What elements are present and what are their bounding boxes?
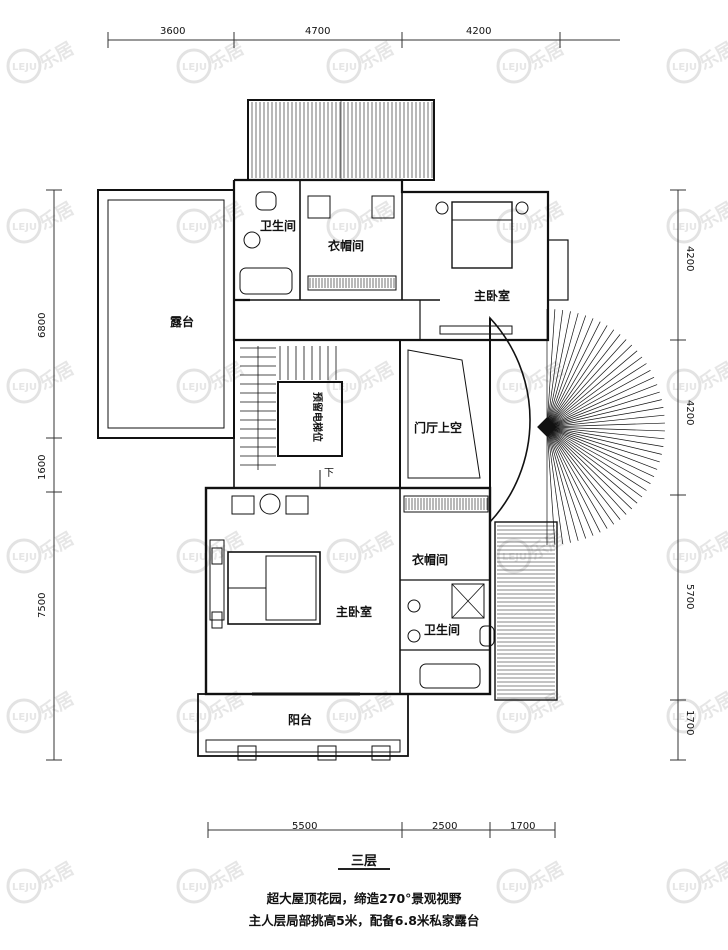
svg-text:LEJU: LEJU [672, 222, 697, 233]
svg-text:乐居: 乐居 [206, 38, 248, 74]
caption-line-1: 超大屋顶花园，缔造270°景观视野 [266, 891, 462, 906]
svg-text:乐居: 乐居 [206, 358, 248, 394]
svg-text:乐居: 乐居 [36, 688, 78, 724]
room-terrace: 露台 [170, 314, 194, 329]
svg-text:乐居: 乐居 [356, 358, 398, 394]
svg-text:LEJU: LEJU [12, 382, 37, 393]
svg-text:乐居: 乐居 [526, 38, 568, 74]
dim-right-2: 4200 [684, 400, 695, 425]
svg-text:LEJU: LEJU [12, 712, 37, 723]
svg-text:LEJU: LEJU [332, 552, 357, 563]
room-bath-lower: 卫生间 [424, 622, 460, 637]
round-terrace-center [537, 417, 557, 437]
room-closet-upper: 衣帽间 [328, 238, 364, 253]
room-bath-upper: 卫生间 [260, 218, 296, 233]
room-master-lower: 主卧室 [336, 604, 372, 619]
svg-text:LEJU: LEJU [502, 62, 527, 73]
dim-left-3: 7500 [37, 593, 48, 618]
svg-text:乐居: 乐居 [526, 688, 568, 724]
dimension-lines [46, 32, 686, 838]
svg-text:LEJU: LEJU [12, 222, 37, 233]
walls [97, 99, 665, 761]
svg-text:乐居: 乐居 [526, 198, 568, 234]
svg-text:LEJU: LEJU [332, 382, 357, 393]
svg-text:LEJU: LEJU [672, 882, 697, 893]
svg-text:LEJU: LEJU [332, 222, 357, 233]
floor-label-underline [338, 868, 390, 870]
svg-text:乐居: 乐居 [356, 38, 398, 74]
svg-text:LEJU: LEJU [332, 712, 357, 723]
svg-text:乐居: 乐居 [36, 198, 78, 234]
svg-text:LEJU: LEJU [182, 712, 207, 723]
svg-text:LEJU: LEJU [182, 552, 207, 563]
dim-top-2: 4700 [305, 26, 330, 37]
dim-top-1: 3600 [160, 26, 185, 37]
svg-text:LEJU: LEJU [502, 382, 527, 393]
dim-right-4: 1700 [684, 710, 695, 735]
room-elevator: 预留电梯位 [311, 392, 324, 442]
svg-text:LEJU: LEJU [502, 712, 527, 723]
dimension-labels: 3600 4700 4200 5500 2500 1700 6800 1600 … [37, 26, 695, 832]
svg-text:LEJU: LEJU [672, 552, 697, 563]
svg-text:LEJU: LEJU [332, 62, 357, 73]
dim-left-1: 6800 [37, 313, 48, 338]
dim-left-2: 1600 [37, 455, 48, 480]
svg-text:乐居: 乐居 [36, 358, 78, 394]
svg-text:LEJU: LEJU [672, 712, 697, 723]
room-balcony: 阳台 [288, 712, 312, 727]
svg-text:LEJU: LEJU [12, 882, 37, 893]
svg-text:LEJU: LEJU [12, 62, 37, 73]
dim-bottom-1: 5500 [292, 821, 317, 832]
stair-down-marker: 下 [324, 468, 334, 479]
svg-text:LEJU: LEJU [182, 882, 207, 893]
svg-text:LEJU: LEJU [672, 382, 697, 393]
room-master-upper: 主卧室 [474, 288, 510, 303]
svg-text:乐居: 乐居 [36, 38, 78, 74]
svg-text:LEJU: LEJU [182, 62, 207, 73]
svg-text:乐居: 乐居 [356, 198, 398, 234]
svg-text:LEJU: LEJU [672, 62, 697, 73]
svg-text:LEJU: LEJU [12, 552, 37, 563]
svg-text:LEJU: LEJU [502, 552, 527, 563]
room-labels: 卫生间 衣帽间 主卧室 露台 预留电梯位 下 门厅上空 衣帽间 主卧室 卫生间 … [170, 218, 510, 727]
room-foyer-void: 门厅上空 [414, 420, 462, 435]
room-closet-lower: 衣帽间 [412, 552, 448, 567]
dim-top-3: 4200 [466, 26, 491, 37]
svg-text:LEJU: LEJU [182, 382, 207, 393]
dim-right-1: 4200 [684, 246, 695, 271]
floor-label: 三层 [350, 854, 377, 869]
dim-bottom-3: 1700 [510, 821, 535, 832]
svg-text:LEJU: LEJU [502, 882, 527, 893]
dim-bottom-2: 2500 [432, 821, 457, 832]
svg-text:乐居: 乐居 [36, 528, 78, 564]
svg-text:乐居: 乐居 [206, 198, 248, 234]
caption-line-2: 主人层局部挑高5米，配备6.8米私家露台 [248, 913, 480, 928]
dim-right-3: 5700 [684, 584, 695, 609]
svg-text:LEJU: LEJU [182, 222, 207, 233]
svg-text:乐居: 乐居 [356, 528, 398, 564]
svg-text:LEJU: LEJU [502, 222, 527, 233]
